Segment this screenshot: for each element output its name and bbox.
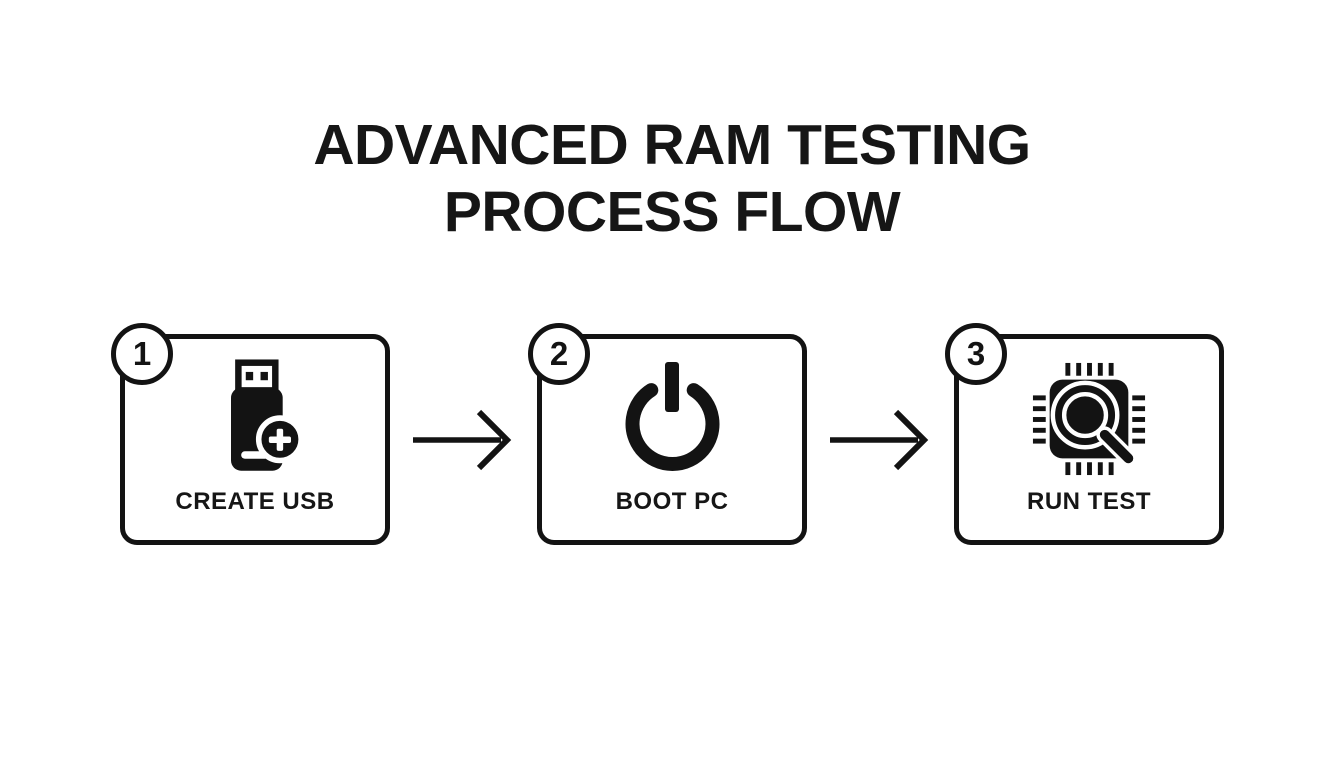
page-title: ADVANCED RAM TESTING PROCESS FLOW [0,112,1344,245]
flow-arrow-2 [807,334,954,545]
usb-add-icon [231,358,304,471]
step-label: BOOT PC [615,488,729,515]
right-arrow-icon [412,409,511,470]
page-title-line-1: ADVANCED RAM TESTING [313,113,1031,177]
step-number-badge: 2 [528,323,590,385]
step-number-badge: 3 [945,323,1007,385]
step-icon-area [204,339,306,488]
step-icon-area [616,339,728,488]
right-arrow-icon [829,409,928,470]
process-flow: 1 CREATE USB 2 [0,323,1344,545]
flow-arrow-1 [390,334,537,545]
step-label: CREATE USB [175,488,335,515]
page-title-line-2: PROCESS FLOW [443,179,901,244]
step-label: RUN TEST [1027,488,1151,515]
power-icon [625,361,720,471]
step-number-badge: 1 [111,323,173,385]
step-card-create-usb: 1 CREATE USB [111,323,390,545]
step-card-boot-pc: 2 BOOT PC [528,323,807,545]
chip-search-icon [1032,362,1146,475]
step-icon-area [1030,339,1148,488]
step-card-run-test: 3 [945,323,1224,545]
